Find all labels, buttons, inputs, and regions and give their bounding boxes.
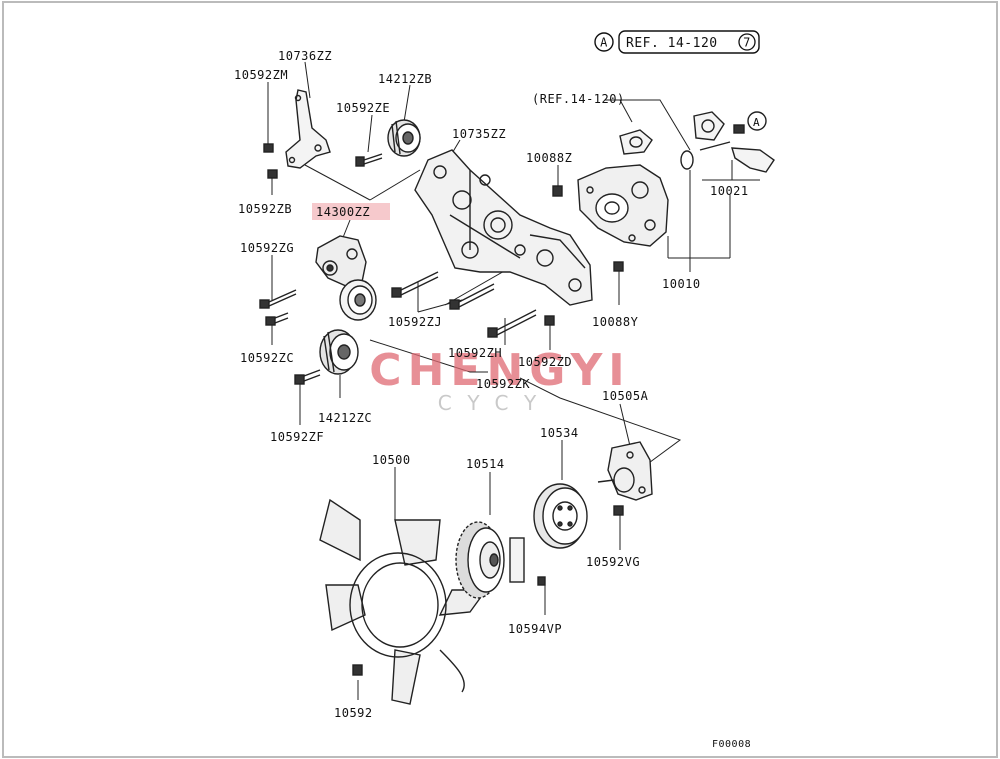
label-14212zb: 14212ZB	[378, 72, 432, 86]
leader-lines	[267, 61, 760, 700]
bolt-10592zc	[265, 312, 289, 326]
label-10514: 10514	[466, 457, 505, 471]
part-labels: 10736ZZ 10592ZM 14212ZB 10592ZE 10735ZZ …	[234, 49, 760, 750]
label-10592zh: 10592ZH	[448, 346, 502, 360]
label-10735zz: 10735ZZ	[452, 127, 506, 141]
header-reference: A REF. 14-120 7	[594, 30, 760, 54]
marker-a-right	[747, 111, 767, 131]
ref-number-circle	[738, 33, 756, 51]
watermark-sub: CYCY	[438, 391, 553, 415]
bolt-10592zb	[267, 169, 278, 179]
bolt-10088z	[552, 185, 563, 197]
label-10592zm: 10592ZM	[234, 68, 288, 82]
fan-10500	[319, 498, 488, 705]
label-10736zz: 10736ZZ	[278, 49, 332, 63]
housing-10505a	[597, 441, 653, 501]
label-10592zb: 10592ZB	[238, 202, 292, 216]
bolt-10592zj	[391, 271, 439, 298]
pulley-10534	[533, 483, 588, 549]
water-pump-10010	[577, 129, 694, 247]
label-10088z: 10088Z	[526, 151, 572, 165]
label-10594vp: 10594VP	[508, 622, 562, 636]
label-10505a: 10505A	[602, 389, 649, 403]
fan-clutch-10514	[455, 521, 546, 599]
label-14212zc: 14212ZC	[318, 411, 372, 425]
bolt-10592zk	[449, 283, 495, 310]
label-14300zz: 14300ZZ	[316, 205, 370, 219]
bolt-10592	[352, 664, 363, 676]
label-figure-code: F00008	[712, 739, 751, 750]
label-10592ze: 10592ZE	[336, 101, 390, 115]
label-marker-a: A	[753, 116, 760, 129]
bolt-10592zh	[487, 309, 537, 338]
tensioner-14300zz	[315, 235, 377, 321]
label-10592vg: 10592VG	[586, 555, 640, 569]
bolt-10592zg	[259, 289, 297, 309]
label-10592zg: 10592ZG	[240, 241, 294, 255]
bracket-10736zz	[285, 89, 331, 169]
marker-a-label: A	[600, 36, 608, 50]
ref-label: REF. 14-120	[626, 36, 718, 51]
mounting-bracket-10735zz	[414, 149, 593, 306]
parts-drawings	[259, 89, 775, 705]
label-10010: 10010	[662, 277, 701, 291]
label-10592zc: 10592ZC	[240, 351, 294, 365]
bolt-10592zm	[263, 143, 274, 153]
bolt-10088y	[613, 261, 624, 272]
watermark: CHENGYI CYCY	[369, 345, 630, 415]
label-10088y: 10088Y	[592, 315, 639, 329]
fitting-10021	[693, 111, 775, 173]
pulley-14212zb	[387, 119, 421, 157]
bolt-10592zd	[544, 315, 555, 326]
bolt-10592vg	[613, 505, 624, 516]
idler-pulley-14212zc	[319, 329, 359, 375]
label-ref-inner: (REF.14-120)	[532, 92, 625, 106]
ref-box	[618, 30, 760, 54]
bolt-10592ze	[355, 153, 383, 167]
label-10592: 10592	[334, 706, 373, 720]
bolt-10592zf	[294, 369, 321, 385]
label-10592zk: 10592ZK	[476, 377, 530, 391]
label-10500: 10500	[372, 453, 411, 467]
watermark-main: CHENGYI	[369, 345, 630, 396]
marker-a-circle	[594, 32, 614, 52]
label-10534: 10534	[540, 426, 579, 440]
label-10021: 10021	[710, 184, 749, 198]
label-10592zd: 10592ZD	[518, 355, 572, 369]
label-highlight-14300zz	[312, 203, 390, 220]
label-10592zj: 10592ZJ	[388, 315, 442, 329]
ref-number: 7	[743, 36, 751, 50]
label-10592zf: 10592ZF	[270, 430, 324, 444]
